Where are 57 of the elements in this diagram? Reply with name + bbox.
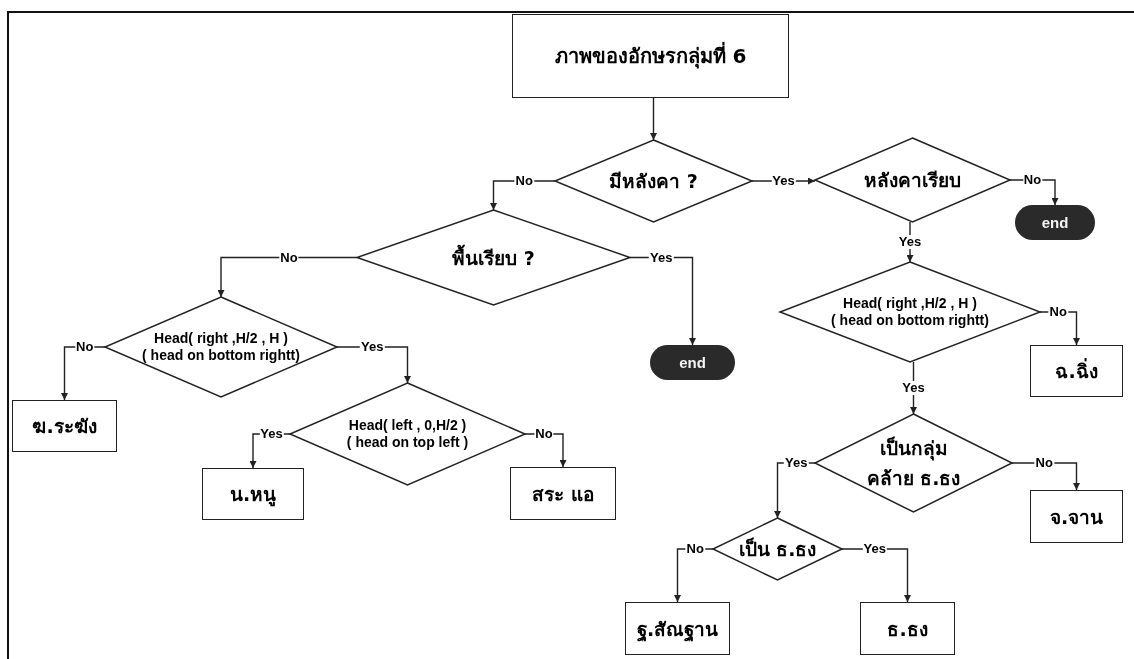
edge-label: No (514, 174, 534, 188)
condition-text: หลังคาเรียบ (864, 168, 961, 193)
edge-label: No (1022, 173, 1043, 187)
condition-text: ( head on top left ) (346, 434, 469, 451)
box-text: จ.จาน (1049, 504, 1104, 530)
decision-diamond (815, 138, 1010, 222)
condition-text: เป็น ธ.ธง (738, 536, 817, 562)
edge-label: Yes (771, 174, 796, 188)
arrow (650, 97, 657, 141)
box-text: ฐ.สัณฐาน (636, 616, 719, 644)
process-box (1030, 345, 1123, 397)
edge-label: No (534, 427, 554, 441)
edge-label: No (685, 542, 705, 556)
condition-text: พื้นเรียบ ? (452, 243, 535, 271)
condition-text: Head( right ,H/2 , H ) (154, 330, 288, 347)
process-box (12, 400, 117, 452)
edge-label: No (75, 340, 95, 354)
box-text: ฉ.ฉิ่ง (1055, 357, 1098, 384)
box-text: ภาพของอักษรกลุ่มที่ 6 (554, 41, 747, 71)
process-box (512, 14, 789, 98)
decision-diamond (713, 518, 842, 580)
process-box (625, 602, 730, 655)
edge-label: Yes (784, 456, 809, 470)
terminator-text: end (1041, 214, 1069, 231)
arrow (217, 256, 358, 298)
terminator-text: end (679, 354, 706, 371)
process-box (1030, 490, 1123, 543)
condition-text: Head( left , 0,H/2 ) (348, 417, 467, 434)
condition-text: ( head on bottom rightt) (831, 312, 989, 329)
box-text: ฆ.ระฆัง (32, 414, 97, 439)
decision-diamond (105, 297, 337, 397)
edge-label: No (1034, 456, 1054, 470)
decision-diamond (357, 210, 630, 305)
process-box (510, 467, 616, 520)
condition-text: เป็นกลุ่ม คล้าย ธ.ธง (865, 435, 962, 491)
decision-diamond (815, 414, 1012, 512)
process-box (860, 602, 955, 655)
decision-diamond (780, 262, 1040, 362)
box-text: น.หนู (229, 482, 277, 509)
decision-diamond (290, 383, 525, 485)
end-terminator (650, 345, 735, 380)
box-text: ธ.ธง (887, 616, 928, 642)
condition-text: มีหลังคา ? (609, 169, 698, 194)
condition-text: ( head on bottom rightt) (142, 347, 300, 364)
decision-diamond (555, 140, 752, 222)
edge-label: Yes (862, 542, 887, 556)
edge-label: Yes (259, 427, 284, 441)
process-box (202, 468, 304, 520)
box-text: สระ แอ (532, 481, 594, 507)
edge-label: No (1048, 305, 1068, 319)
edge-label: No (279, 250, 299, 265)
edge-label: Yes (901, 381, 926, 395)
end-terminator (1015, 205, 1095, 240)
edge-label: Yes (897, 235, 923, 249)
edge-label: Yes (360, 340, 385, 354)
edge-label: Yes (649, 250, 674, 265)
condition-text: Head( right ,H/2 , H ) (843, 295, 977, 312)
